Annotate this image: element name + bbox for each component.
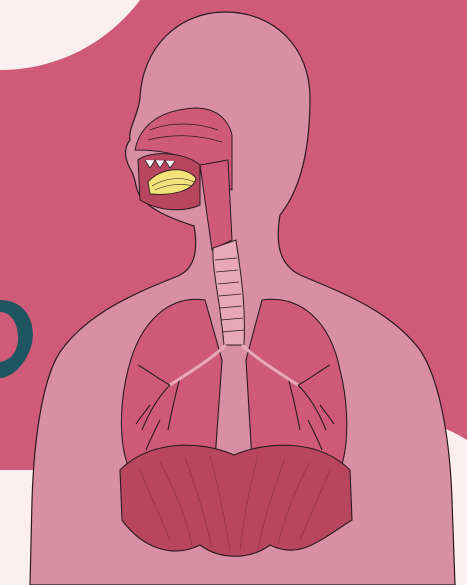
upper-teeth — [145, 160, 175, 168]
